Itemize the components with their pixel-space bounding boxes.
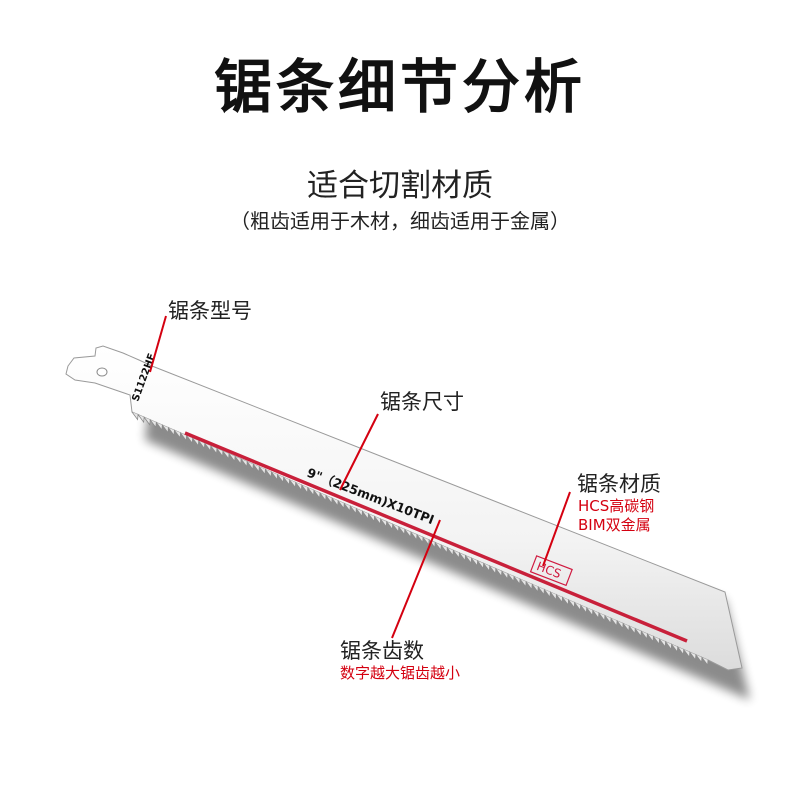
material-option-bim: BIM双金属	[578, 516, 651, 534]
teeth-note: 数字越大锯齿越小	[340, 664, 461, 682]
model-label: 锯条型号	[168, 299, 252, 323]
material-callout-line	[542, 491, 571, 567]
section-subnote: （粗齿适用于木材，细齿适用于金属）	[230, 209, 570, 233]
blade-stripe	[184, 431, 688, 643]
model-callout-line	[149, 315, 167, 373]
teeth-label: 锯条齿数	[340, 639, 424, 663]
hcs-stamp: HCS	[529, 555, 573, 587]
material-label: 锯条材质	[577, 472, 661, 496]
teeth-callout-line	[391, 519, 441, 639]
blade-body	[65, 345, 743, 671]
material-option-hcs: HCS高碳钢	[578, 497, 655, 515]
size-callout-line	[339, 413, 379, 491]
saw-teeth	[131, 411, 709, 667]
saw-teeth-edge	[131, 411, 709, 667]
tang-hole	[96, 367, 108, 377]
size-label: 锯条尺寸	[380, 390, 464, 414]
page-title: 锯条细节分析	[213, 53, 586, 121]
section-subtitle: 适合切割材质	[307, 168, 493, 204]
